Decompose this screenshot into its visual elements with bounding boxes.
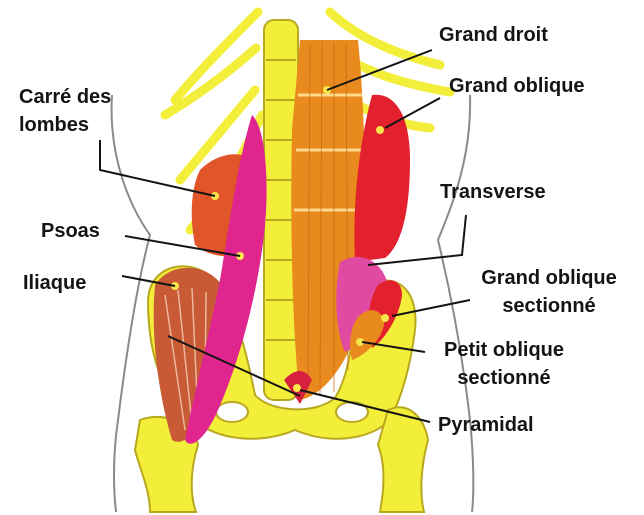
label-grand-droit: Grand droit (439, 23, 548, 47)
label-petit-oblique-sectionne-line2: sectionné (428, 366, 580, 390)
label-pyramidal: Pyramidal (438, 413, 534, 437)
obturator-foramen-left (216, 402, 248, 422)
label-grand-oblique-sectionne-line2: sectionné (460, 294, 638, 318)
marker-dot-oblique-sectioned (381, 314, 389, 322)
label-grand-oblique-sectionne-line1: Grand oblique (460, 266, 638, 290)
label-carre-des-lombes-line2: lombes (19, 113, 89, 137)
label-grand-oblique: Grand oblique (449, 74, 585, 98)
label-carre-des-lombes-line1: Carré des (19, 85, 111, 109)
marker-dot-pyramidal (293, 384, 301, 392)
marker-dot-oblique (376, 126, 384, 134)
label-psoas: Psoas (41, 219, 100, 243)
right-femur (378, 407, 428, 512)
label-iliaque: Iliaque (23, 271, 86, 295)
label-transverse: Transverse (440, 180, 546, 204)
label-petit-oblique-sectionne-line1: Petit oblique (428, 338, 580, 362)
